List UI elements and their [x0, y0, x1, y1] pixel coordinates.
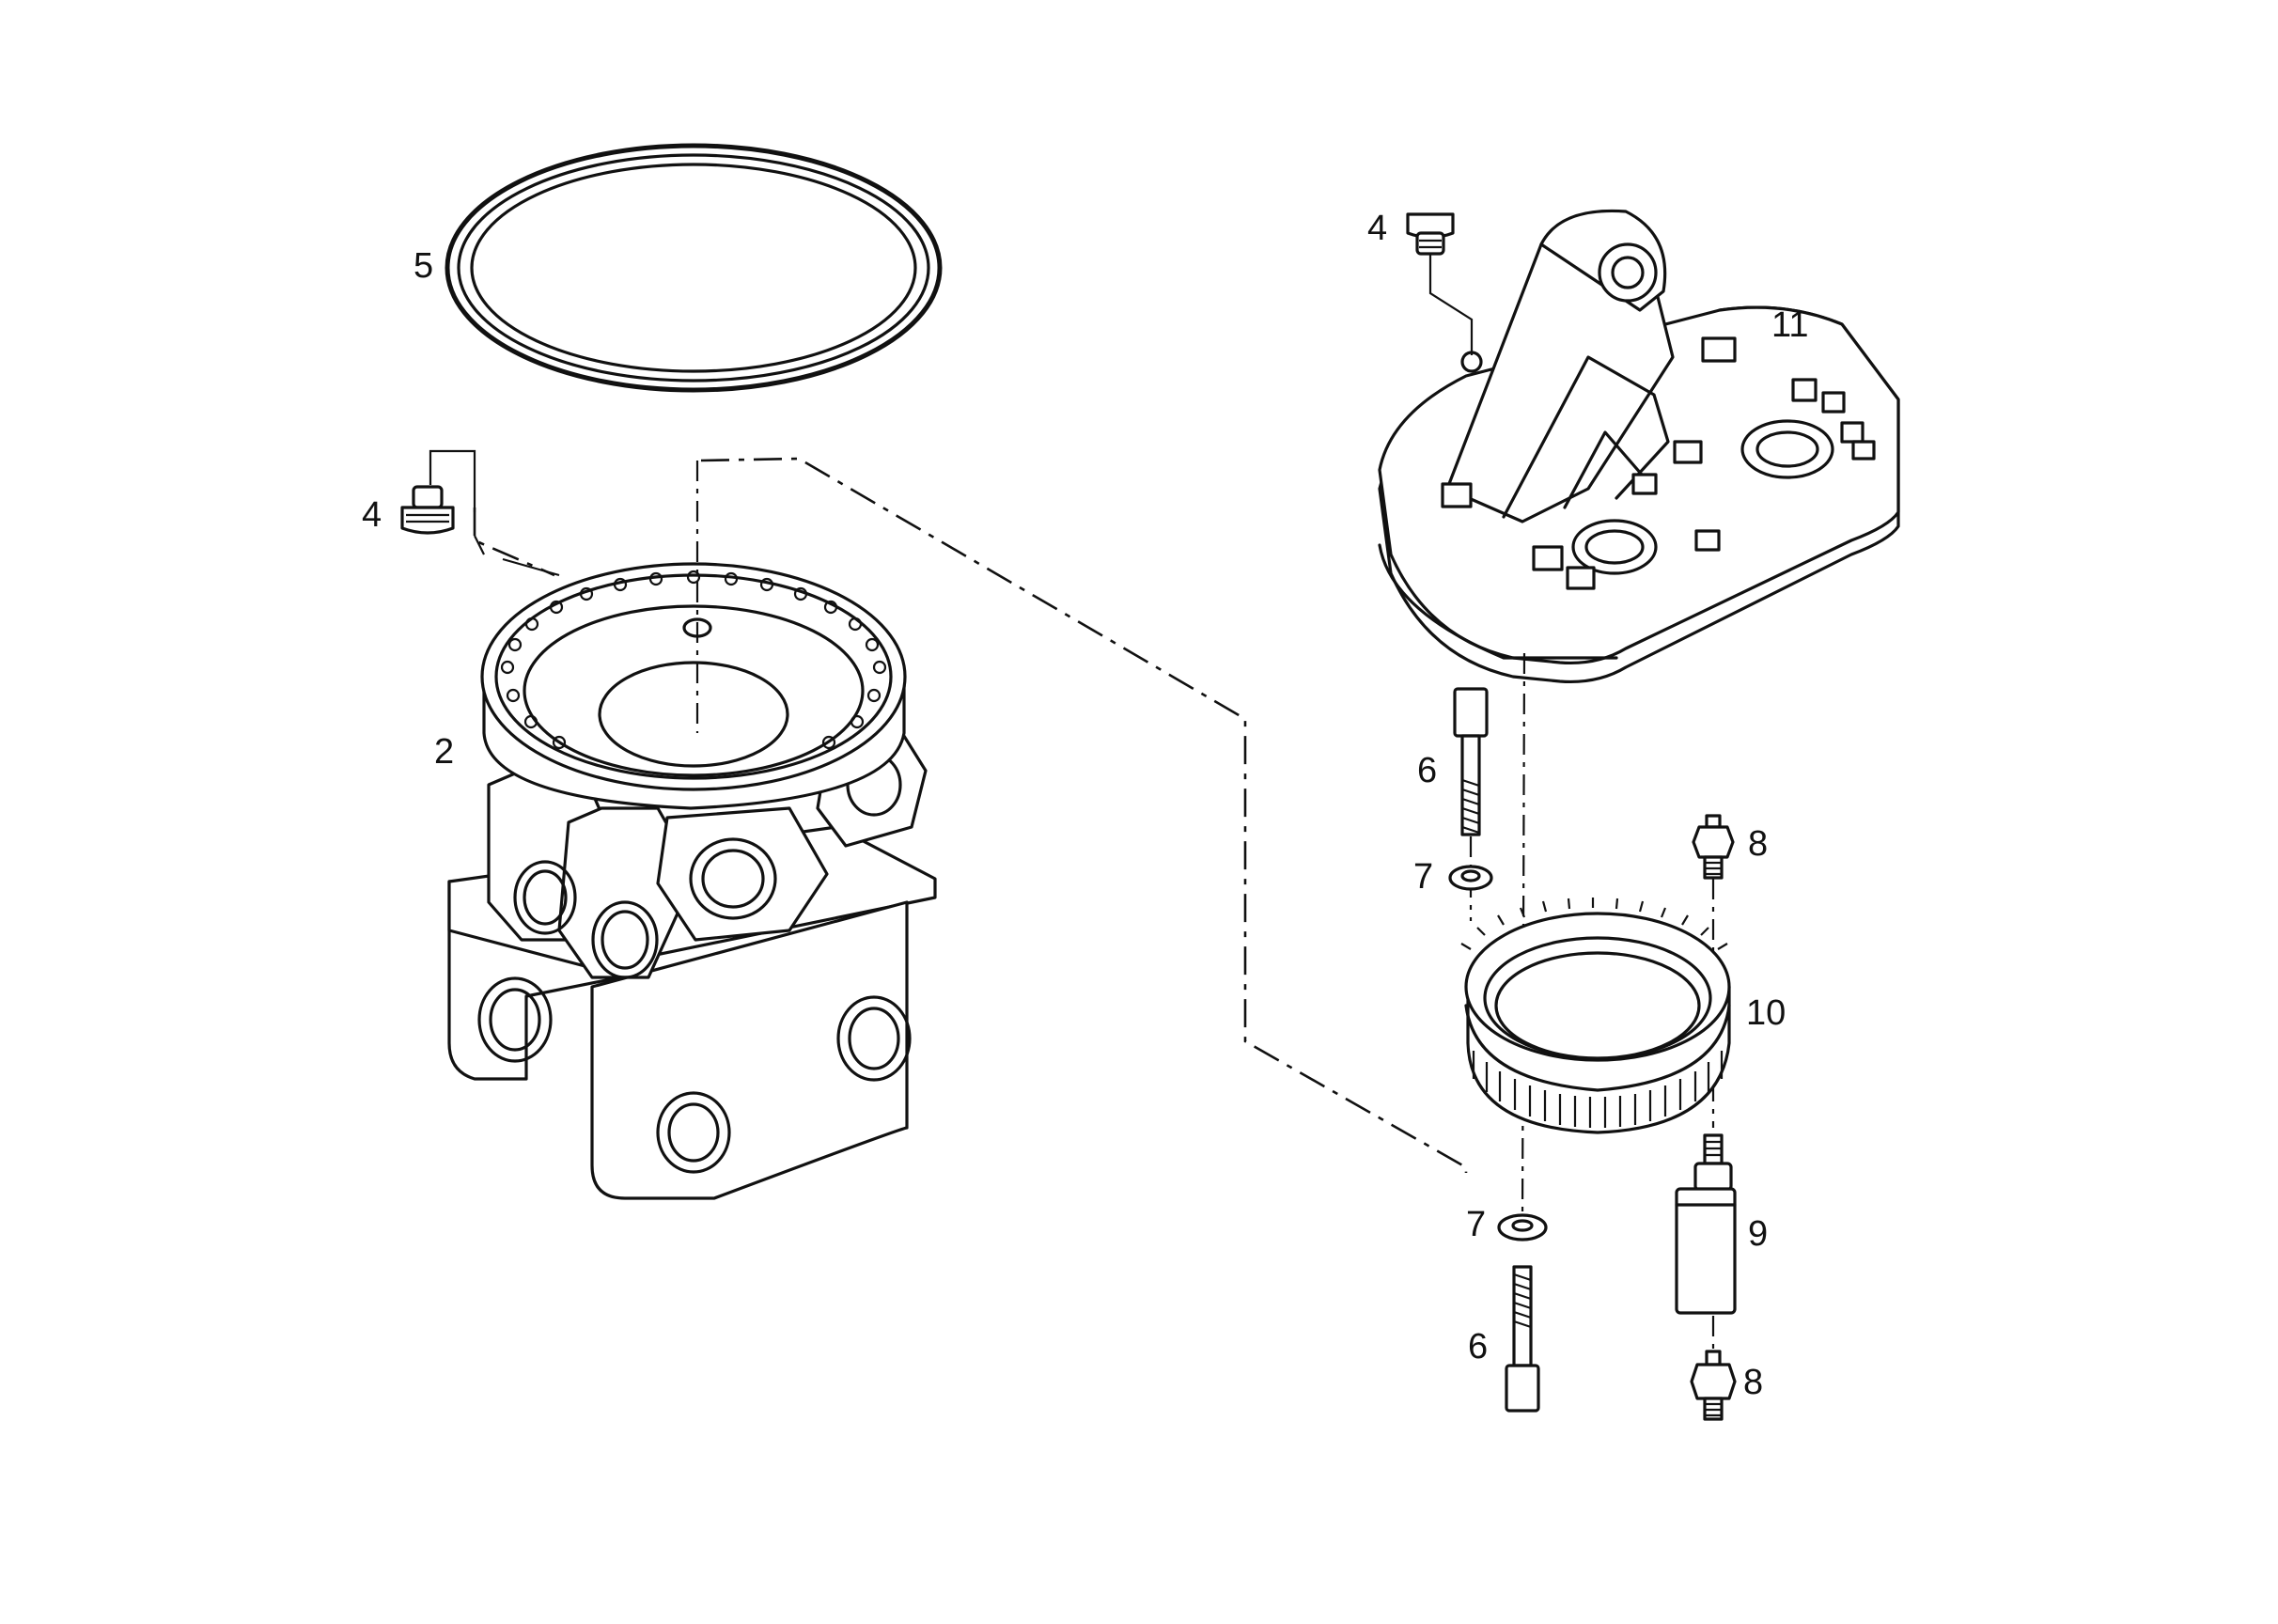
callout-6-upper: 6 — [1417, 751, 1437, 790]
leader-line-4-right — [1428, 254, 1474, 355]
callout-11: 11 — [1771, 305, 1808, 345]
callout-8-upper: 8 — [1748, 824, 1768, 864]
washer-part-7-upper — [1448, 865, 1493, 891]
seal-ring-part-5 — [445, 143, 943, 393]
bearing-bolt-circle — [500, 570, 887, 750]
callout-2: 2 — [434, 732, 454, 772]
leader-line-4-left-dashed — [473, 508, 555, 577]
ring-gear-teeth — [1460, 898, 1728, 1128]
callout-labels: 5 4 2 4 11 6 7 8 10 7 9 6 8 — [362, 209, 1808, 1402]
callout-9: 9 — [1748, 1214, 1768, 1254]
callout-8-lower: 8 — [1743, 1363, 1763, 1402]
callout-5: 5 — [413, 246, 433, 286]
assembly-path-line — [700, 457, 1468, 1173]
callout-6-lower: 6 — [1468, 1327, 1488, 1366]
callout-4-right: 4 — [1367, 209, 1387, 248]
housing-bracket-part-2 — [447, 562, 937, 1200]
screw-part-6-lower — [1505, 1265, 1540, 1413]
plug-part-4-left — [400, 485, 455, 535]
callout-4-left: 4 — [362, 495, 382, 535]
ring-gear-part-10 — [1460, 898, 1731, 1134]
spacer-part-9 — [1675, 1133, 1737, 1315]
grease-nipple-part-8-upper — [1692, 814, 1735, 880]
mounting-blocks — [1441, 336, 1876, 590]
callout-7-lower: 7 — [1466, 1205, 1486, 1244]
callout-10: 10 — [1746, 993, 1786, 1033]
grease-nipple-part-8-lower — [1690, 1350, 1737, 1421]
callout-7-upper: 7 — [1413, 857, 1433, 897]
screw-part-6-upper — [1453, 687, 1489, 836]
turntable-part-11 — [1378, 209, 1900, 684]
plug-part-4-right — [1406, 212, 1455, 256]
washer-part-7-lower — [1497, 1213, 1548, 1241]
